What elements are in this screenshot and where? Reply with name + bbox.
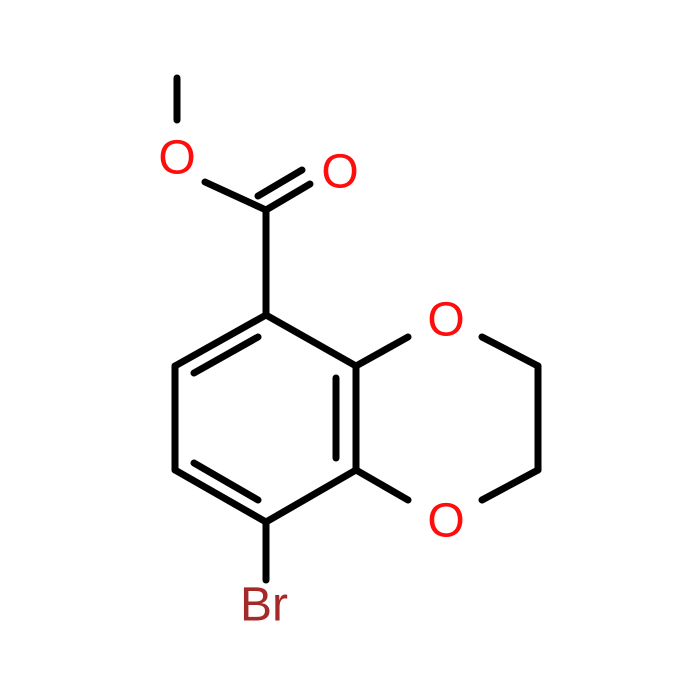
bond-o-carbonyl-c (201, 178, 270, 214)
bond-ring-c1-c2-inner (190, 333, 262, 377)
atom-br: Br (240, 579, 288, 632)
atom-o-ring-bottom: O (427, 495, 464, 548)
bond-ring-c4-c5 (262, 466, 360, 526)
bond-ring-c3-c4 (171, 466, 270, 526)
bond-o-top-ch2 (478, 333, 542, 370)
bond-ring-c1-c2 (171, 311, 270, 370)
bond-o-bottom-c5 (352, 466, 412, 504)
bond-ch2-o-bottom (478, 466, 542, 504)
bond-c-o-double-2 (254, 166, 306, 200)
bond-ring-c6-c1 (262, 311, 360, 370)
atom-o-ring-top: O (427, 294, 464, 347)
bond-c6-o-top (352, 333, 412, 370)
bond-ring-c3-c4-inner (190, 459, 262, 504)
bond-c-o-double-1 (262, 180, 314, 214)
atom-o-methoxy: O (158, 132, 195, 185)
atom-o-carbonyl: O (321, 146, 358, 199)
